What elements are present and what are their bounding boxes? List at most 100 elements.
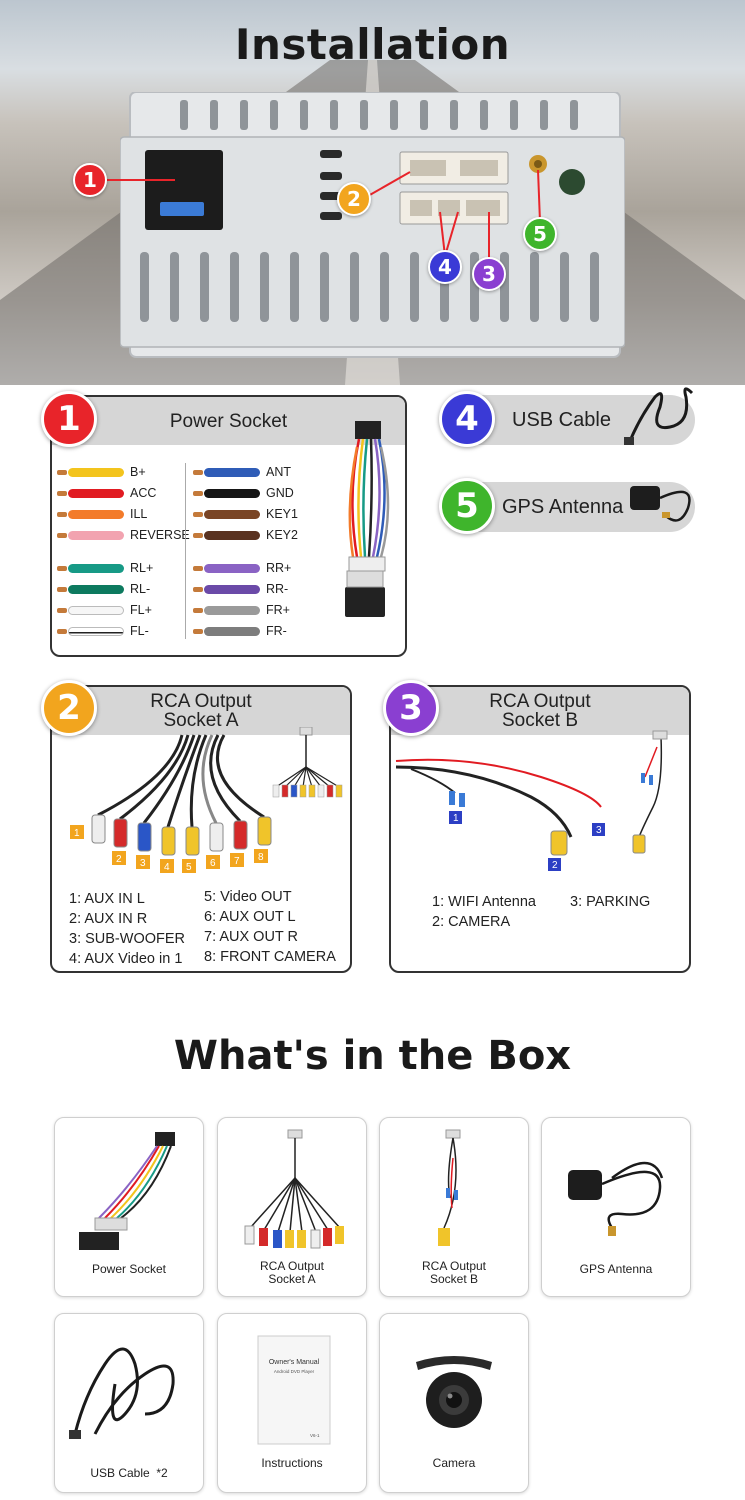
caption-line: Camera [432, 1456, 476, 1470]
caption-line: Socket A [268, 1272, 316, 1286]
box-item-caption: Power Socket [55, 1263, 203, 1276]
rca-a-cable [215, 734, 265, 819]
rca-b-title-line2: Socket B [501, 710, 579, 731]
badge-1: 1 [41, 391, 97, 447]
callout-5: 5 [523, 217, 557, 251]
rca-a-legend-item: 5: Video OUT [204, 889, 292, 905]
rca-b-legend-left: 1: WIFI Antenna 2: CAMERA [432, 892, 536, 932]
rca-a-plug [185, 826, 200, 856]
rca-a-legend-item: 2: AUX IN R [69, 911, 148, 927]
wire-label: ACC [130, 486, 157, 500]
rca-a-title-line1: RCA Output [150, 691, 252, 712]
wire-swatch [204, 626, 260, 636]
wire-swatch [204, 467, 260, 477]
box-item-rca-b: RCA Output Socket B [379, 1117, 529, 1297]
rca-a-number-tag [70, 825, 84, 839]
rca-b-red-wire [395, 758, 602, 808]
rca-a-number-label: 7 [234, 856, 240, 867]
badge-2: 2 [41, 680, 97, 736]
rca-a-number-label: 8 [258, 852, 264, 863]
rca-a-cable [189, 734, 208, 828]
wire-label: FL+ [130, 603, 152, 617]
gps-antenna-image [630, 486, 691, 522]
wire-tip [193, 607, 203, 613]
wire-tip [193, 565, 203, 571]
rca-a-legend-item: 1: AUX IN L [69, 891, 145, 907]
rca-b-black-wire [395, 765, 573, 838]
rca-a-harness-thumb [272, 727, 343, 798]
caption-line: Socket B [429, 1272, 479, 1286]
rca-b-number-label: 2 [552, 860, 558, 871]
wire-swatch [68, 509, 124, 519]
wire-label: FR- [266, 624, 287, 638]
usb-cable-label: USB Cable [512, 409, 611, 431]
badge-5: 5 [439, 478, 495, 534]
power-wire-row: RR+ [193, 559, 291, 577]
wire-swatch [204, 509, 260, 519]
rca-b-legend-item: 3: PARKING [570, 894, 651, 910]
power-wire-row: ANT [193, 463, 291, 481]
power-wire-row: FR- [193, 622, 287, 640]
rca-a-legend-item: 7: AUX OUT R [204, 929, 299, 945]
badge-4: 4 [439, 391, 495, 447]
rca-b-cable-image: 123 [395, 730, 668, 871]
rca-a-cable [201, 734, 218, 824]
rca-b-title: RCA Output Socket B [391, 687, 689, 735]
rca-b-number-tag [449, 811, 462, 824]
wire-label: ANT [266, 465, 291, 479]
caption-line: Power Socket [91, 1262, 167, 1276]
rca-a-cable [142, 734, 196, 824]
wire-swatch [68, 530, 124, 540]
wire-label: B+ [130, 465, 146, 479]
rca-a-number-label: 2 [116, 854, 122, 865]
wire-tip [57, 511, 67, 517]
rca-a-number-tag [182, 859, 196, 873]
rca-a-number-tag [254, 849, 268, 863]
rca-a-number-label: 5 [186, 862, 192, 873]
box-item-camera: Camera [379, 1313, 529, 1493]
power-wire-row: RL- [57, 580, 150, 598]
box-item-power-socket: Power Socket [54, 1117, 204, 1297]
wire-swatch [204, 530, 260, 540]
rca-a-cable [97, 734, 184, 817]
wire-tip [193, 511, 203, 517]
rca-b-number-label: 1 [453, 813, 459, 824]
wire-tip [57, 469, 67, 475]
box-item-usb-cable: USB Cable *2 [54, 1313, 204, 1493]
rca-a-cable [209, 734, 242, 823]
rca-b-number-tag [548, 858, 561, 871]
rca-b-thumb [438, 1129, 461, 1246]
wire-tip [193, 532, 203, 538]
wire-swatch [68, 584, 124, 594]
box-item-caption: USB Cable *2 [55, 1467, 203, 1480]
camera-thumb [416, 1356, 492, 1428]
power-wire-row: RL+ [57, 559, 153, 577]
wire-divider [185, 463, 186, 639]
rca-a-legend-item: 4: AUX Video in 1 [69, 951, 183, 967]
callout-4: 4 [428, 250, 462, 284]
power-wire-row: FL- [57, 622, 149, 640]
wire-tip [193, 490, 203, 496]
wire-tip [193, 628, 203, 634]
power-wire-row: REVERSE [57, 526, 190, 544]
rca-a-plug [91, 814, 106, 844]
power-socket-title: Power Socket [52, 397, 405, 445]
wire-tip [57, 532, 67, 538]
wire-label: KEY2 [266, 528, 298, 542]
rca-a-legend-item: 3: SUB-WOOFER [69, 931, 186, 947]
wire-swatch [68, 488, 124, 498]
power-wire-row: FL+ [57, 601, 152, 619]
power-wire-row: ILL [57, 505, 147, 523]
box-item-caption: GPS Antenna [542, 1263, 690, 1276]
power-wire-row: KEY1 [193, 505, 298, 523]
wire-tip [57, 586, 67, 592]
gps-antenna-label: GPS Antenna [502, 496, 624, 518]
rca-b-legend-right: 3: PARKING [570, 892, 650, 912]
power-socket-thumb [79, 1132, 175, 1250]
rca-a-cable [166, 734, 202, 828]
callout-1: 1 [73, 163, 107, 197]
callout-2: 2 [337, 182, 371, 216]
rca-a-number-label: 6 [210, 858, 216, 869]
rca-a-number-tag [160, 859, 174, 873]
